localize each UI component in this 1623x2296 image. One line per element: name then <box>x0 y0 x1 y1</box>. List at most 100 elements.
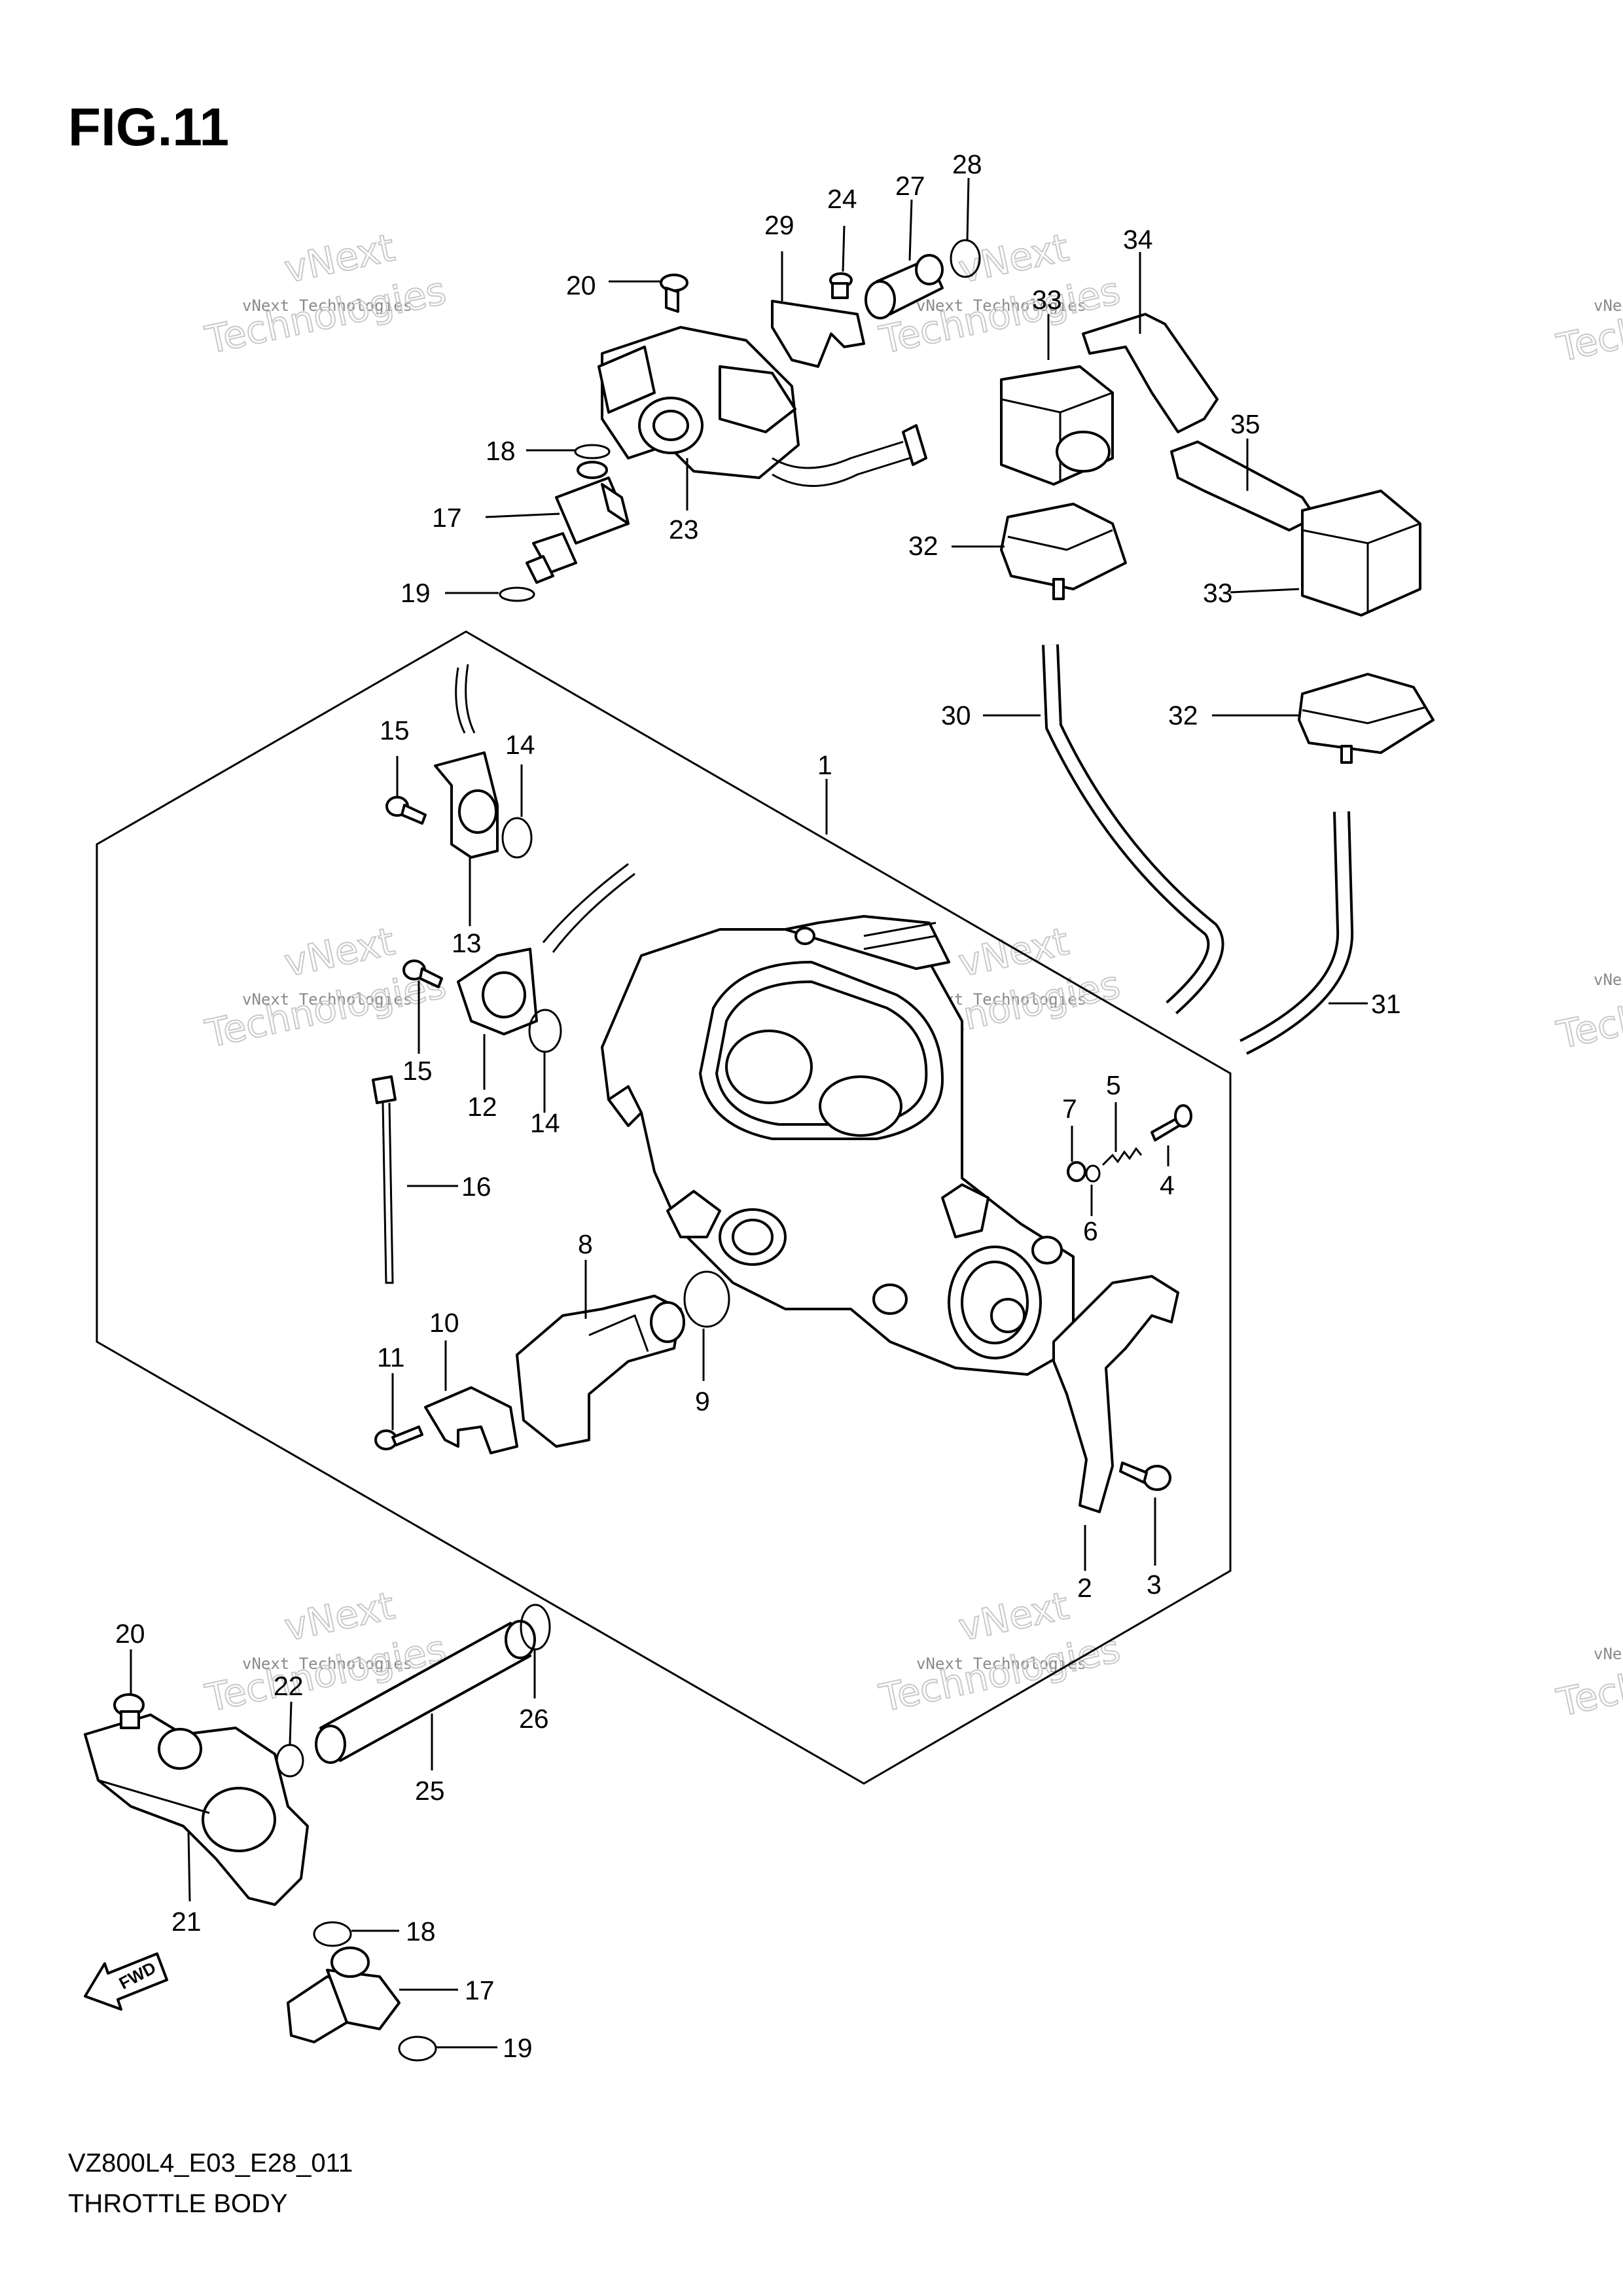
watermark-text: vNext Technologies <box>242 1655 412 1673</box>
callout-15-bottom: 15 <box>402 1056 433 1086</box>
screw-24 <box>829 272 853 299</box>
watermark: vNext Technologies vNext Technologies <box>875 1583 1125 1721</box>
washer-6 <box>1085 1164 1101 1183</box>
callout-13: 13 <box>452 928 482 958</box>
spring-5 <box>1101 1147 1143 1166</box>
pressure-sensor-32-top <box>1000 503 1127 600</box>
leader-lines <box>130 177 1368 2049</box>
callout-25: 25 <box>415 1776 445 1806</box>
adjust-screw-4 <box>1150 1104 1192 1141</box>
watermark: vNext Technologies vNext Technologies <box>875 224 1125 363</box>
injector-17-top <box>526 461 630 584</box>
o-ring-19-bottom <box>398 2036 437 2062</box>
callout-5: 5 <box>1106 1070 1121 1100</box>
callout-10: 10 <box>429 1308 459 1338</box>
watermark: vNext Technologies vNext Technologies <box>201 224 451 363</box>
callout-14-bottom: 14 <box>530 1108 560 1138</box>
callout-33-right: 33 <box>1203 578 1233 608</box>
screw-11 <box>374 1426 423 1450</box>
callout-19-bottom: 19 <box>503 2033 533 2063</box>
callout-24: 24 <box>827 184 857 214</box>
callout-31: 31 <box>1371 989 1401 1019</box>
callout-19-top: 19 <box>401 578 431 608</box>
injector-holder-top <box>597 326 927 487</box>
bolt-20-bottom <box>113 1693 145 1729</box>
watermark: vNext Technologies <box>1552 1630 1623 1726</box>
watermark-text: vNext <box>1594 296 1623 315</box>
callout-17-bottom: 17 <box>465 1975 495 2005</box>
throttle-body-1 <box>601 915 1075 1376</box>
watermark-text: vNext Technologies <box>916 296 1086 315</box>
section-name: THROTTLE BODY <box>68 2189 288 2218</box>
callout-34: 34 <box>1123 224 1153 255</box>
pressure-sensor-32-right <box>1298 673 1435 764</box>
callout-22: 22 <box>274 1671 304 1701</box>
o-ring-18-top <box>574 444 611 459</box>
callout-1: 1 <box>817 750 832 780</box>
callout-labels: 20 18 17 19 23 29 24 27 28 34 33 32 35 3… <box>115 149 1401 2063</box>
callout-17-top: 17 <box>432 503 462 533</box>
callout-15-top: 15 <box>380 715 410 745</box>
watermark: vNext Technologies <box>1552 276 1623 371</box>
o-ring-9 <box>683 1270 730 1328</box>
callout-4: 4 <box>1160 1170 1175 1200</box>
pipe-25 <box>315 1620 536 1764</box>
o-ring-14-bottom <box>528 1009 562 1053</box>
callout-20-bottom: 20 <box>115 1619 145 1649</box>
o-ring-22 <box>276 1744 304 1778</box>
callout-20-top: 20 <box>566 270 596 300</box>
callout-18-bottom: 18 <box>406 1916 436 1946</box>
sensor-8 <box>516 1295 685 1448</box>
watermark-text: vNext Technologies <box>242 990 412 1009</box>
watermark: vNext Technologies <box>1552 963 1623 1058</box>
o-ring-18-bottom <box>313 1921 352 1947</box>
model-code: VZ800L4_E03_E28_011 <box>68 2149 353 2178</box>
callout-18-top: 18 <box>486 436 516 466</box>
screw-15-bottom <box>402 960 443 988</box>
callout-14-top: 14 <box>505 730 535 760</box>
fwd-arrow-icon: FWD <box>84 1952 168 2011</box>
callout-16: 16 <box>461 1172 491 1202</box>
callout-28: 28 <box>952 149 982 179</box>
joint-27 <box>865 254 944 319</box>
bracket-2 <box>1052 1275 1179 1513</box>
watermark: vNext Technologies vNext Technologies <box>201 918 451 1057</box>
figure-title: FIG.11 <box>68 98 229 157</box>
callout-26: 26 <box>519 1704 549 1734</box>
callout-7: 7 <box>1062 1094 1077 1124</box>
callout-35: 35 <box>1230 409 1260 439</box>
watermark-text: vNext <box>1594 971 1623 989</box>
watermark-text: vNext <box>1594 1645 1623 1663</box>
callout-33-top: 33 <box>1032 285 1062 315</box>
o-ring-14-top <box>501 817 533 859</box>
hose-30 <box>1042 644 1224 1014</box>
screw-3 <box>1119 1462 1171 1491</box>
watermark-text: Technologies <box>1553 276 1623 370</box>
assembly-boundary <box>96 630 1232 1785</box>
callout-30: 30 <box>941 700 971 730</box>
injector-holder-21 <box>84 1713 309 1906</box>
callout-9: 9 <box>695 1386 710 1416</box>
watermark-text: vNext Technologies <box>242 296 412 315</box>
callout-27: 27 <box>895 171 925 201</box>
callout-8: 8 <box>578 1229 593 1259</box>
bolt-20-top <box>660 274 688 313</box>
o-ring-19-top <box>499 586 535 602</box>
callout-29: 29 <box>764 210 794 240</box>
callout-32-right: 32 <box>1168 700 1198 730</box>
cable-tie-16 <box>372 1075 397 1284</box>
callout-12: 12 <box>467 1092 497 1122</box>
o-ring-28 <box>950 239 981 278</box>
bracket-34 <box>1082 313 1219 433</box>
callout-2: 2 <box>1077 1573 1092 1603</box>
bracket-35 <box>1170 440 1317 531</box>
callout-21: 21 <box>171 1907 202 1937</box>
callout-3: 3 <box>1147 1570 1162 1600</box>
injector-17-bottom <box>287 1946 401 2043</box>
callout-32-top: 32 <box>908 531 938 561</box>
callout-11: 11 <box>377 1342 405 1372</box>
screw-15-top <box>385 796 427 825</box>
plate-29 <box>771 300 865 368</box>
o-ring-7 <box>1067 1161 1086 1182</box>
